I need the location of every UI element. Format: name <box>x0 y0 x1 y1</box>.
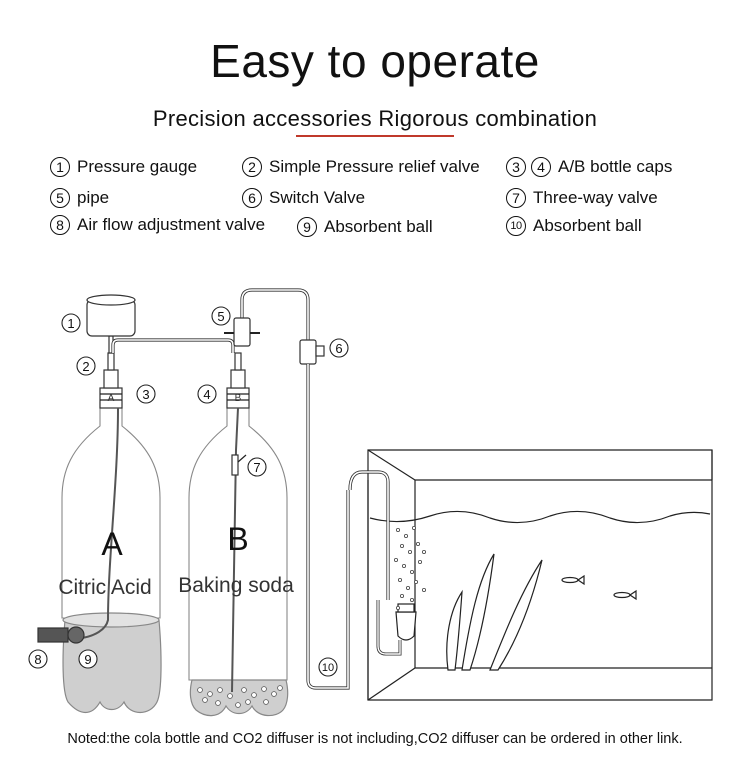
legend-item-switch-valve: 6 Switch Valve <box>242 188 365 208</box>
callout-3: 3 <box>142 387 149 402</box>
callout-7: 7 <box>253 460 260 475</box>
cap-label-b: B <box>235 393 242 404</box>
legend-item-relief-valve: 2 Simple Pressure relief valve <box>242 157 480 177</box>
legend-label: Absorbent ball <box>533 216 642 235</box>
legend-item-airflow-valve: 8 Air flow adjustment valve <box>50 215 265 235</box>
legend-item-absorbent-ball-10: 10 Absorbent ball <box>506 216 642 236</box>
legend-item-pressure-gauge: 1 Pressure gauge <box>50 157 197 177</box>
legend-number: 3 <box>506 157 526 177</box>
bottle-a: A <box>37 294 162 714</box>
legend-label: Air flow adjustment valve <box>77 215 266 234</box>
legend-number: 7 <box>506 188 526 208</box>
bottle-a-contents: Citric Acid <box>58 576 151 599</box>
legend-number: 2 <box>242 157 262 177</box>
callout-4: 4 <box>203 387 210 402</box>
legend-number: 10 <box>506 216 526 236</box>
legend-number: 9 <box>297 217 317 237</box>
legend-label: pipe <box>77 188 110 207</box>
callout-8: 8 <box>34 652 41 667</box>
legend-label: Absorbent ball <box>324 217 433 236</box>
callout-10: 10 <box>322 662 334 674</box>
legend-item-bottle-caps: 3 4 A/B bottle caps <box>506 157 672 177</box>
callout-5: 5 <box>217 309 224 324</box>
bottle-b-contents: Baking soda <box>178 574 294 597</box>
page-subtitle: Precision accessories Rigorous combinati… <box>152 106 598 131</box>
legend-number: 1 <box>50 157 70 177</box>
legend-number: 5 <box>50 188 70 208</box>
legend-item-pipe: 5 pipe <box>50 188 109 208</box>
legend-number: 8 <box>50 215 70 235</box>
legend-label: Three-way valve <box>533 188 658 207</box>
bottle-b-letter: B <box>227 521 248 557</box>
legend-label: A/B bottle caps <box>558 157 673 176</box>
legend-item-absorbent-ball-9: 9 Absorbent ball <box>297 217 433 237</box>
legend-number: 4 <box>531 157 551 177</box>
legend-label: Switch Valve <box>269 188 366 207</box>
legend-label: Simple Pressure relief valve <box>269 157 480 176</box>
footer-note: Noted:the cola bottle and CO2 diffuser i… <box>67 731 683 747</box>
aquarium-tank <box>348 449 713 701</box>
bottle-a-letter: A <box>101 526 123 562</box>
callout-2: 2 <box>82 359 89 374</box>
legend-item-three-way-valve: 7 Three-way valve <box>506 188 658 208</box>
callout-1: 1 <box>67 316 74 331</box>
legend-number: 6 <box>242 188 262 208</box>
subtitle-underline <box>296 135 454 137</box>
page-title: Easy to operate <box>210 35 540 87</box>
legend-label: Pressure gauge <box>77 157 198 176</box>
cap-label-a: A <box>108 393 115 404</box>
callout-6: 6 <box>335 341 342 356</box>
callout-9: 9 <box>84 652 91 667</box>
